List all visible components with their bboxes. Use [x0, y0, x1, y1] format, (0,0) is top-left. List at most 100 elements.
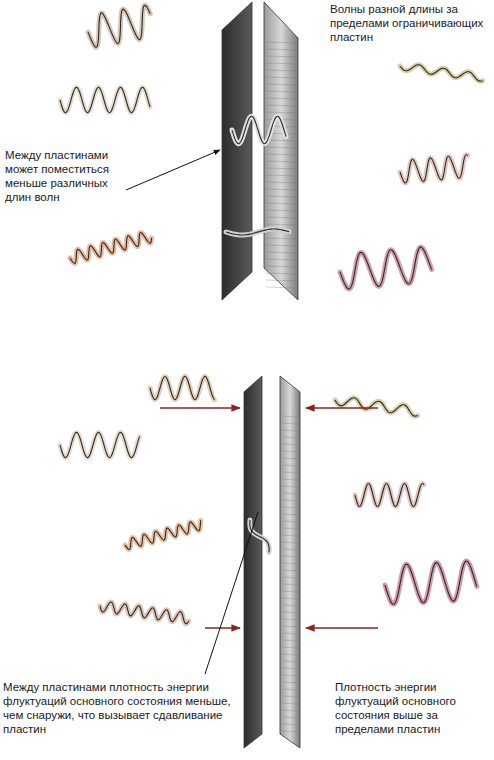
wave	[70, 232, 152, 263]
plate-texture	[266, 224, 296, 225]
wave-line	[335, 398, 418, 416]
wave-ribbon	[60, 87, 150, 112]
wave-line	[385, 561, 477, 604]
wave-ribbon	[400, 65, 483, 82]
plate-texture	[282, 717, 298, 718]
plate-texture	[282, 542, 298, 543]
wave-ribbon	[100, 602, 189, 624]
plate-texture	[266, 196, 296, 197]
pressure-arrow	[306, 627, 378, 629]
plate	[244, 376, 262, 748]
pressure-arrow	[205, 627, 240, 629]
plate-texture	[266, 168, 296, 169]
wave-line	[226, 229, 289, 235]
plate-texture	[282, 640, 298, 641]
wave	[60, 87, 150, 112]
plate-texture	[266, 189, 296, 190]
plate-texture	[282, 528, 298, 529]
wave-ribbon	[400, 155, 468, 183]
wave-line	[60, 87, 150, 112]
plate-texture	[282, 724, 298, 725]
plate-texture	[266, 273, 296, 274]
wave-ribbon	[232, 116, 286, 143]
label: Волны разной длины за пределами ограничи…	[330, 2, 490, 44]
plate-texture	[266, 238, 296, 239]
plate	[264, 2, 298, 300]
plate-texture	[282, 493, 298, 494]
wave	[400, 65, 483, 82]
wave-line	[150, 376, 215, 399]
plate-texture	[266, 42, 296, 43]
plate-texture	[266, 63, 296, 64]
plate-texture	[282, 591, 298, 592]
wave	[355, 484, 424, 507]
wave-line	[232, 116, 286, 143]
plate-texture	[282, 668, 298, 669]
wave-ribbon	[385, 561, 477, 604]
wave	[88, 5, 150, 47]
plate	[280, 376, 300, 748]
wave-ribbon	[150, 376, 215, 399]
plate-texture	[266, 105, 296, 106]
plate-texture	[266, 91, 296, 92]
wave-line	[60, 432, 140, 457]
wave-ribbon	[355, 484, 424, 507]
plate-texture	[266, 147, 296, 148]
plate-texture	[266, 217, 296, 218]
wave-line	[88, 5, 150, 47]
wave-ribbon	[340, 247, 432, 289]
plate-texture	[266, 154, 296, 155]
plate-texture	[282, 486, 298, 487]
plate-texture	[282, 626, 298, 627]
wave-line	[400, 155, 468, 183]
plate-texture	[266, 252, 296, 253]
wave-ribbon	[60, 432, 140, 457]
wave-ribbon	[226, 229, 289, 235]
plate-texture	[282, 584, 298, 585]
plate-texture	[282, 514, 298, 515]
plate-texture	[282, 465, 298, 466]
plate-texture	[282, 654, 298, 655]
plate	[222, 2, 252, 300]
plate-texture	[266, 161, 296, 162]
plate-texture	[282, 605, 298, 606]
wave-line	[100, 602, 189, 624]
wave-line	[400, 65, 483, 82]
plate-texture	[282, 458, 298, 459]
plate-texture	[282, 647, 298, 648]
plate-texture	[266, 210, 296, 211]
wave-line	[340, 247, 432, 289]
wave	[100, 602, 189, 624]
plate-texture	[266, 77, 296, 78]
plate-texture	[266, 140, 296, 141]
wave-line	[355, 484, 424, 507]
wave	[150, 376, 215, 399]
plate-texture	[282, 423, 298, 424]
wave-line	[70, 232, 152, 263]
pressure-arrow	[160, 407, 240, 409]
plate-texture	[282, 731, 298, 732]
wave-ribbon	[335, 398, 418, 416]
plate-texture	[282, 451, 298, 452]
wave-line	[125, 520, 201, 549]
wave	[385, 561, 477, 604]
wave-ribbon	[70, 232, 152, 263]
leader-line	[205, 512, 258, 674]
plate-texture	[266, 84, 296, 85]
wave	[60, 432, 140, 457]
plate-texture	[282, 577, 298, 578]
plate-texture	[266, 266, 296, 267]
plate-texture	[282, 430, 298, 431]
plate-texture	[282, 500, 298, 501]
plate-texture	[282, 682, 298, 683]
plate-texture	[266, 98, 296, 99]
wave	[340, 247, 432, 289]
wave-ribbon	[250, 520, 269, 552]
plate-texture	[266, 287, 296, 288]
plate-texture	[282, 549, 298, 550]
plate-texture	[282, 479, 298, 480]
wave	[250, 520, 269, 552]
plate-texture	[266, 280, 296, 281]
plate-texture	[266, 182, 296, 183]
